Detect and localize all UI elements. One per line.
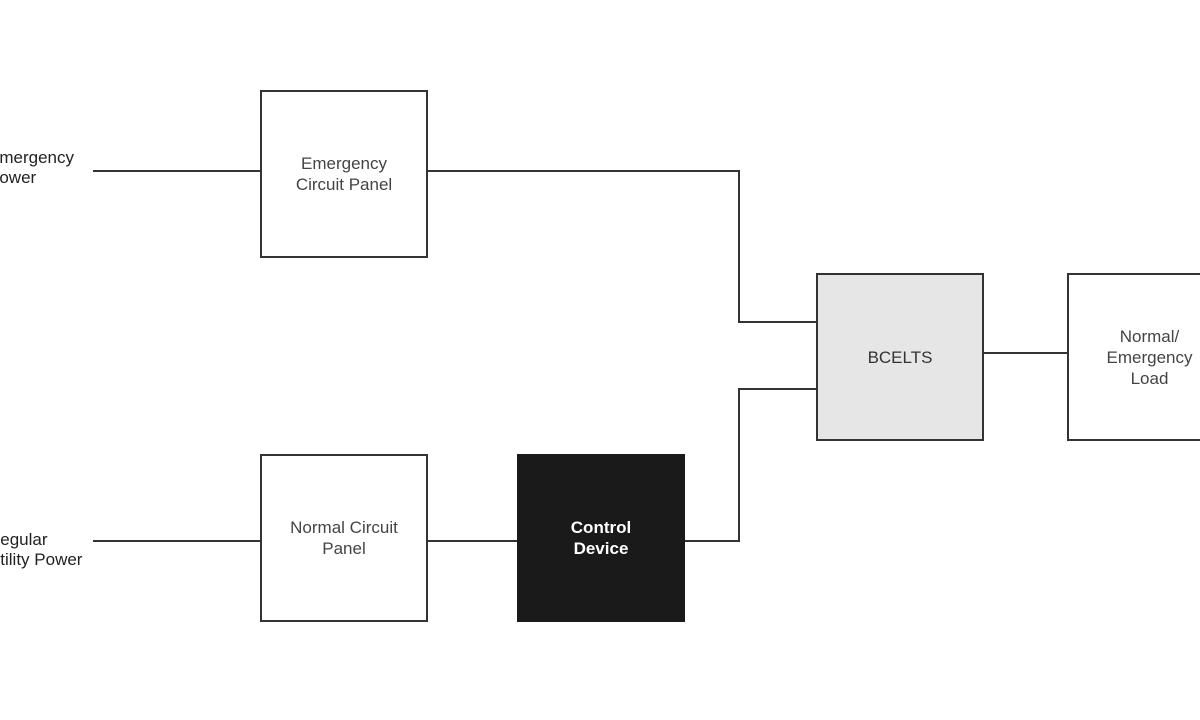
- normal-circuit-panel-block: Normal Circuit Panel: [260, 454, 428, 622]
- wire-control-device-to-bcelts: [684, 388, 817, 542]
- wire-emergency-panel-to-bcelts: [427, 170, 817, 323]
- control-device-block: Control Device: [517, 454, 685, 622]
- bcelts-block: BCELTS: [816, 273, 984, 441]
- regular-utility-power-label: Regular Utility Power: [0, 530, 83, 569]
- emergency-power-label: Emergency Power: [0, 148, 74, 187]
- emergency-circuit-panel-block: Emergency Circuit Panel: [260, 90, 428, 258]
- normal-emergency-load-block: Normal/ Emergency Load: [1067, 273, 1200, 441]
